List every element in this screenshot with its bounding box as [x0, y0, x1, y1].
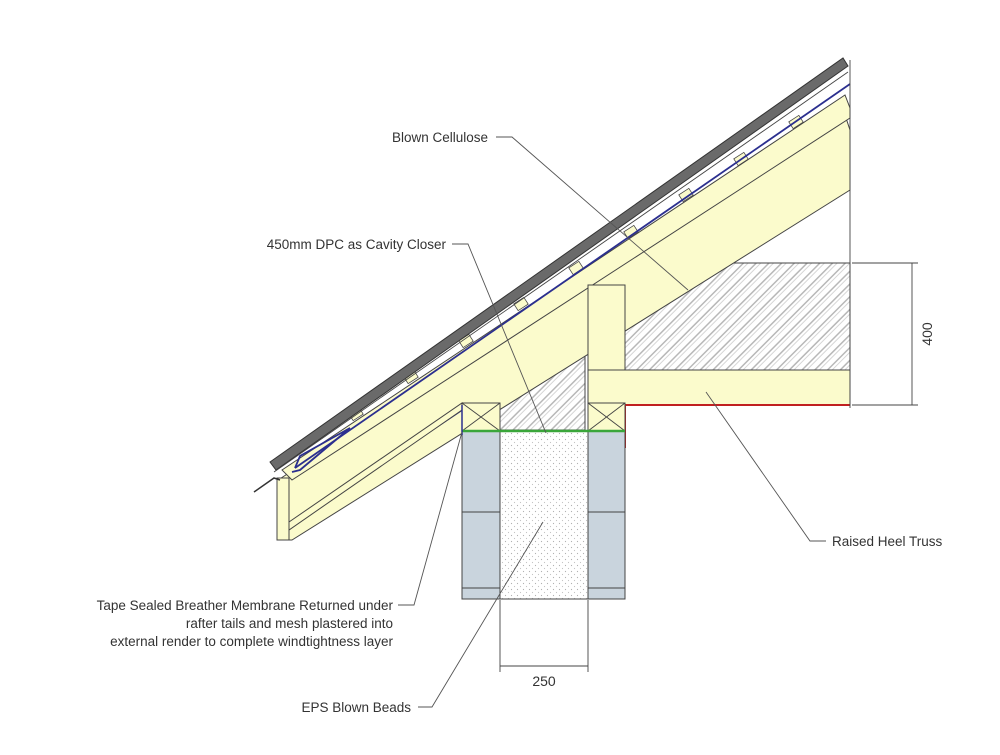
label-breather-membrane-line3: external render to complete windtightnes…	[110, 634, 393, 649]
eaves-drip	[253, 477, 281, 493]
label-breather-membrane-line2: rafter tails and mesh plastered into	[186, 616, 393, 631]
label-blown-cellulose: Blown Cellulose	[392, 130, 488, 145]
fascia-board	[276, 477, 290, 541]
dimension-heel-height: 400	[852, 262, 935, 406]
outer-block-leaf	[461, 430, 501, 600]
tile-underside-line	[273, 71, 849, 473]
dimension-text-250: 250	[532, 673, 556, 689]
ceiling-airtight-seal	[624, 404, 850, 448]
label-dpc-cavity-closer: 450mm DPC as Cavity Closer	[267, 237, 447, 252]
wall-plate-inner	[587, 402, 626, 432]
roof-tiles	[269, 57, 849, 471]
dimension-cavity-width: 250	[499, 600, 589, 689]
label-raised-heel-truss: Raised Heel Truss	[832, 534, 943, 549]
dimension-text-400: 400	[919, 322, 935, 346]
label-eps-blown-beads: EPS Blown Beads	[301, 700, 411, 715]
inner-block-leaf	[587, 430, 626, 600]
eps-bead-cavity-fill	[499, 430, 589, 600]
truss-bottom-chord	[587, 369, 851, 406]
label-breather-membrane-line1: Tape Sealed Breather Membrane Returned u…	[97, 598, 394, 613]
wall-plate-outer	[461, 402, 501, 432]
leader-lines	[398, 136, 826, 708]
